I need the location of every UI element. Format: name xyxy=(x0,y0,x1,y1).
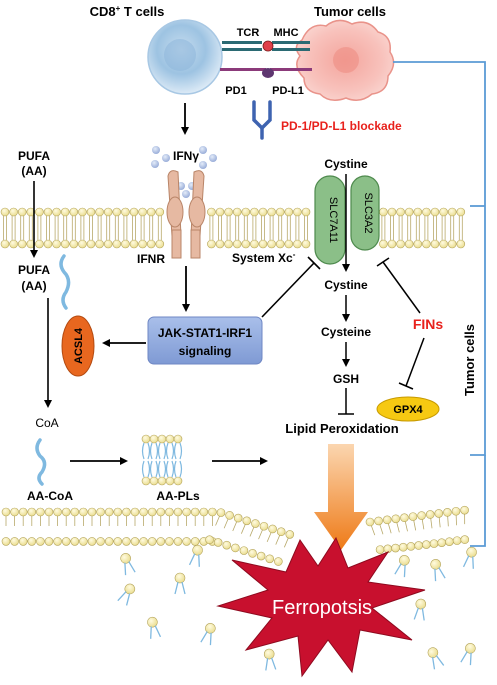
pd1-receptor xyxy=(220,68,266,71)
tumor-cell-group: Tumor cells xyxy=(295,4,395,101)
mhc-bar-2 xyxy=(272,48,310,51)
tumor-cells-bracket xyxy=(393,61,486,547)
fins-label: FINs xyxy=(413,316,444,332)
mhc-label: MHC xyxy=(273,27,298,39)
aa-coa-chain-icon xyxy=(35,438,47,486)
ferroptosis-big-arrow xyxy=(314,444,368,550)
cell-membrane-upper xyxy=(0,207,466,249)
slc7a11-label: SLC7A11 xyxy=(327,197,339,243)
pufa-mid-aa-label: (AA) xyxy=(21,279,46,293)
pufa-chain-icon xyxy=(59,254,71,310)
gsh-inhibits-lipid-perox xyxy=(338,388,354,415)
system-xc-label: System Xc- xyxy=(232,250,296,265)
ifnr-label: IFNR xyxy=(137,252,165,266)
pufa-mid-label: PUFA xyxy=(18,263,50,277)
acsl4-enzyme: ACSL4 xyxy=(61,315,95,377)
slc3a2-label: SLC3A2 xyxy=(362,193,374,234)
antigen-peptide xyxy=(262,40,274,52)
fins-inhibits-gpx4 xyxy=(398,337,425,390)
jak-stat-box: JAK-STAT1-IRF1 signaling xyxy=(147,316,263,365)
pufa-top-aa-label: (AA) xyxy=(21,164,46,178)
tcr-mhc-complex: TCR MHC xyxy=(222,27,310,52)
pd1-label: PD1 xyxy=(225,85,246,97)
ifng-molecules xyxy=(151,146,217,198)
gpx4-enzyme: GPX4 xyxy=(376,396,440,422)
cystine-top-label: Cystine xyxy=(324,157,368,171)
jak-inhibits-xc xyxy=(261,256,321,318)
tcr-bar-1 xyxy=(222,41,262,44)
cd8-t-cell-group: CD8+ T cells xyxy=(90,4,223,95)
ferroptosis-label: Ferropotsis xyxy=(272,597,372,619)
cystine-mid-label: Cystine xyxy=(324,278,368,292)
pdl1-label: PD-L1 xyxy=(272,85,304,97)
pd1-pdl1-blockade-label: PD-1/PD-L1 blockade xyxy=(281,119,402,133)
cysteine-label: Cysteine xyxy=(321,325,371,339)
slc7a11-protein xyxy=(314,175,346,265)
tumor-cells-top-label: Tumor cells xyxy=(314,4,386,19)
oxidized-lipid-fragments xyxy=(117,544,477,671)
acsl4-label: ACSL4 xyxy=(73,327,85,364)
aa-pls-label: AA-PLs xyxy=(156,489,200,503)
coa-label: CoA xyxy=(35,416,58,430)
ferroptosis-burst xyxy=(216,536,426,678)
aa-pls-icon xyxy=(141,434,183,486)
pd1-pdl1-complex: PD1 PD-L1 xyxy=(220,68,312,97)
mhc-bar-1 xyxy=(272,41,310,44)
pdl1-ligand xyxy=(270,68,312,71)
pufa-top-label: PUFA xyxy=(18,149,50,163)
tcr-bar-2 xyxy=(222,48,262,51)
cd8-t-cells-label: CD8+ T cells xyxy=(90,4,165,19)
cell-membrane-lower-left xyxy=(1,507,295,566)
jak-stat-label: JAK-STAT1-IRF1 xyxy=(158,326,253,340)
system-xc-transporter: SLC7A11 SLC3A2 xyxy=(314,175,380,265)
gsh-label: GSH xyxy=(333,372,359,386)
fins-inhibits-xc xyxy=(376,257,421,314)
aa-coa-label: AA-CoA xyxy=(27,489,73,503)
tcr-label: TCR xyxy=(237,27,260,39)
signaling-label: signaling xyxy=(179,344,232,358)
ifnr-receptor xyxy=(166,170,206,259)
tumor-cells-side-label: Tumor cells xyxy=(462,324,477,396)
cell-membrane-lower-right xyxy=(365,505,470,554)
antibody-icon xyxy=(252,100,272,140)
gpx4-label: GPX4 xyxy=(393,404,423,416)
pd1-pdl1-junction xyxy=(262,68,274,78)
slc3a2-protein xyxy=(350,175,380,251)
ifng-label: IFNγ xyxy=(173,149,199,163)
tumor-cell-nucleus xyxy=(333,47,359,73)
t-cell-nucleus xyxy=(164,39,196,71)
lipid-peroxidation-label: Lipid Peroxidation xyxy=(285,421,398,436)
